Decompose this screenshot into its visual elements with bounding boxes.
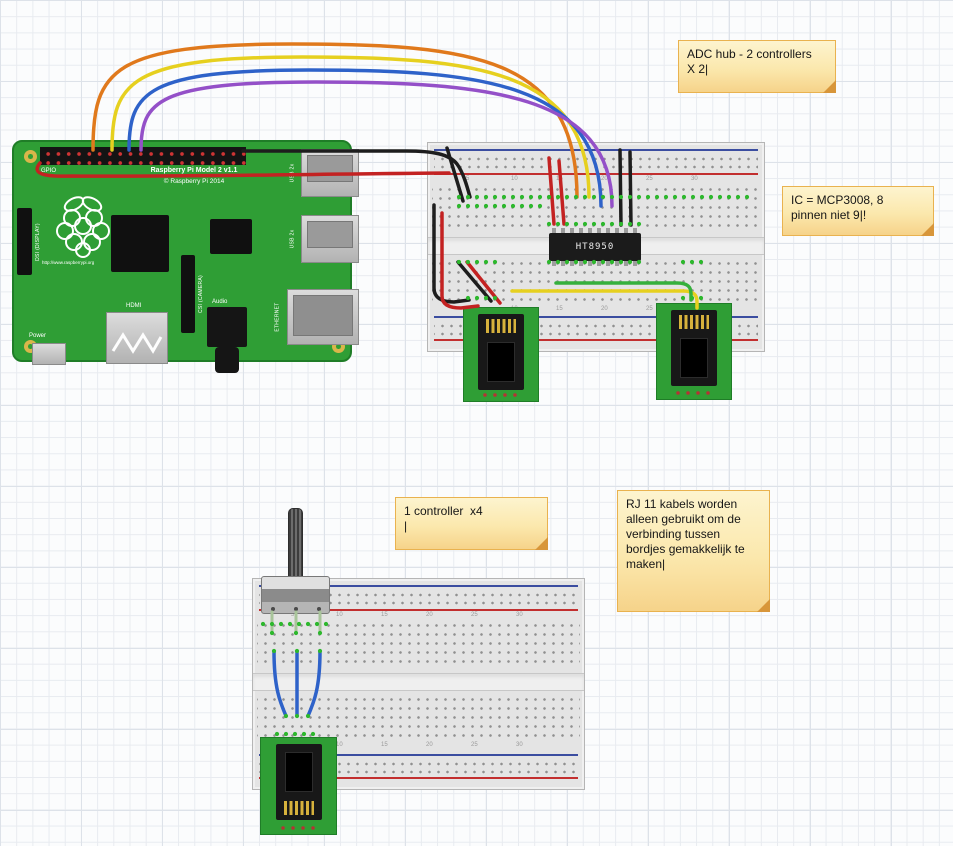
pot-leg-pad (294, 607, 298, 611)
rail-holes[interactable] (259, 589, 578, 605)
column-number: 25 (646, 306, 653, 312)
rj11-slot (680, 338, 708, 378)
dsi-label: DSI (DISPLAY) (35, 222, 41, 261)
column-number: 10 (336, 742, 343, 748)
column-number: 30 (516, 612, 523, 618)
audio-barrel (215, 347, 239, 373)
usb1-label: USB 2x (289, 163, 296, 183)
rj11-solder-pads (673, 390, 715, 396)
rail-line-blue (434, 149, 758, 151)
grid-holes-top[interactable] (432, 185, 760, 230)
rail-line-red (434, 173, 758, 175)
pi-url-label: http://www.raspberrypi.org (42, 260, 95, 265)
rj11-gold-pins (486, 319, 516, 333)
ethernet-label: ETHERNET (275, 302, 282, 332)
column-number: 20 (426, 742, 433, 748)
note-one-controller[interactable]: 1 controller x4 | (395, 497, 548, 550)
dsi-label-holder: DSI (DISPLAY) (32, 208, 44, 275)
rail-line-red (259, 777, 578, 779)
pot-leg-pad (271, 607, 275, 611)
column-number: 15 (381, 612, 388, 618)
usb-port-2 (301, 215, 359, 263)
csi-connector (181, 255, 195, 333)
usb-port-1 (301, 149, 359, 197)
mounting-hole (24, 150, 37, 163)
gpio-label: GPIO (41, 168, 57, 174)
secondary-chip (210, 219, 252, 254)
rj11-slot (487, 342, 515, 382)
column-number: 25 (471, 742, 478, 748)
usb1-label-holder: USB 2x (286, 149, 298, 197)
potentiometer-shaft[interactable] (288, 508, 303, 580)
rj11-solder-pads (277, 825, 320, 831)
column-number: 15 (556, 306, 563, 312)
rj11-gold-pins (679, 315, 709, 329)
column-number: 10 (336, 612, 343, 618)
column-number: 5 (466, 176, 470, 182)
ic-label: HT8950 (575, 242, 615, 252)
power-port (32, 343, 66, 365)
audio-label: Audio (212, 299, 228, 305)
rj11-slot (284, 752, 313, 792)
rj11-jack (478, 314, 524, 390)
column-number: 25 (471, 612, 478, 618)
center-channel (253, 673, 584, 691)
rj11-jack (275, 744, 322, 820)
column-number: 20 (601, 306, 608, 312)
rail-holes[interactable] (259, 758, 578, 774)
note-ic-mcp3008[interactable]: IC = MCP3008, 8 pinnen niet 9|! (782, 186, 934, 236)
raspberry-logo-icon (56, 196, 110, 258)
grid-holes-top[interactable] (257, 621, 580, 666)
ethernet-label-holder: ETHERNET (272, 289, 284, 345)
pi-title: Raspberry Pi Model 2 v1.1 (150, 167, 238, 174)
soc-chip (111, 215, 169, 272)
column-number: 20 (426, 612, 433, 618)
rail-line-blue (434, 316, 758, 318)
raspberry-pi-board[interactable]: GPIO Raspberry Pi Model 2 v1.1 © Raspber… (12, 140, 359, 373)
rj11-gold-pins (283, 801, 314, 815)
grid-holes-bottom[interactable] (257, 695, 580, 740)
rj11-jack (671, 310, 717, 386)
column-number: 5 (291, 612, 295, 618)
gpio-header[interactable] (40, 147, 246, 165)
pot-leg-pad (317, 607, 321, 611)
rj11-module-bottom[interactable] (260, 737, 337, 835)
note-rj11-kabels[interactable]: RJ 11 kabels worden alleen gebruikt om d… (617, 490, 770, 612)
rj11-solder-pads (480, 392, 522, 398)
hdmi-label: HDMI (126, 303, 142, 309)
rj11-module-right[interactable] (656, 303, 732, 400)
rail-line-red (259, 609, 578, 611)
pi-copyright: © Raspberry Pi 2014 (163, 178, 225, 185)
column-number: 30 (516, 742, 523, 748)
column-number: 20 (601, 176, 608, 182)
usb2-label: USB 2x (289, 229, 296, 249)
rail-line-blue (259, 585, 578, 587)
column-number: 25 (646, 176, 653, 182)
hdmi-port (106, 312, 168, 364)
csi-label: CSI (CAMERA) (198, 274, 205, 314)
dsi-connector (17, 208, 32, 275)
ic-mcp3008[interactable]: HT8950 (549, 228, 641, 266)
column-number: 30 (691, 176, 698, 182)
potentiometer-body[interactable] (261, 576, 330, 614)
column-number: 15 (381, 742, 388, 748)
rj11-module-left[interactable] (463, 307, 539, 402)
column-number: 10 (511, 176, 518, 182)
ethernet-port (287, 289, 359, 345)
csi-label-holder: CSI (CAMERA) (195, 255, 207, 333)
power-label: Power (29, 333, 47, 339)
rail-line-blue (259, 754, 578, 756)
rail-line-red (434, 339, 758, 341)
usb2-label-holder: USB 2x (286, 215, 298, 263)
audio-jack (207, 307, 247, 347)
column-number: 15 (556, 176, 563, 182)
rail-holes[interactable] (434, 153, 758, 169)
note-adc-hub[interactable]: ADC hub - 2 controllers X 2| (678, 40, 836, 93)
hdmi-pins-icon (111, 332, 163, 354)
